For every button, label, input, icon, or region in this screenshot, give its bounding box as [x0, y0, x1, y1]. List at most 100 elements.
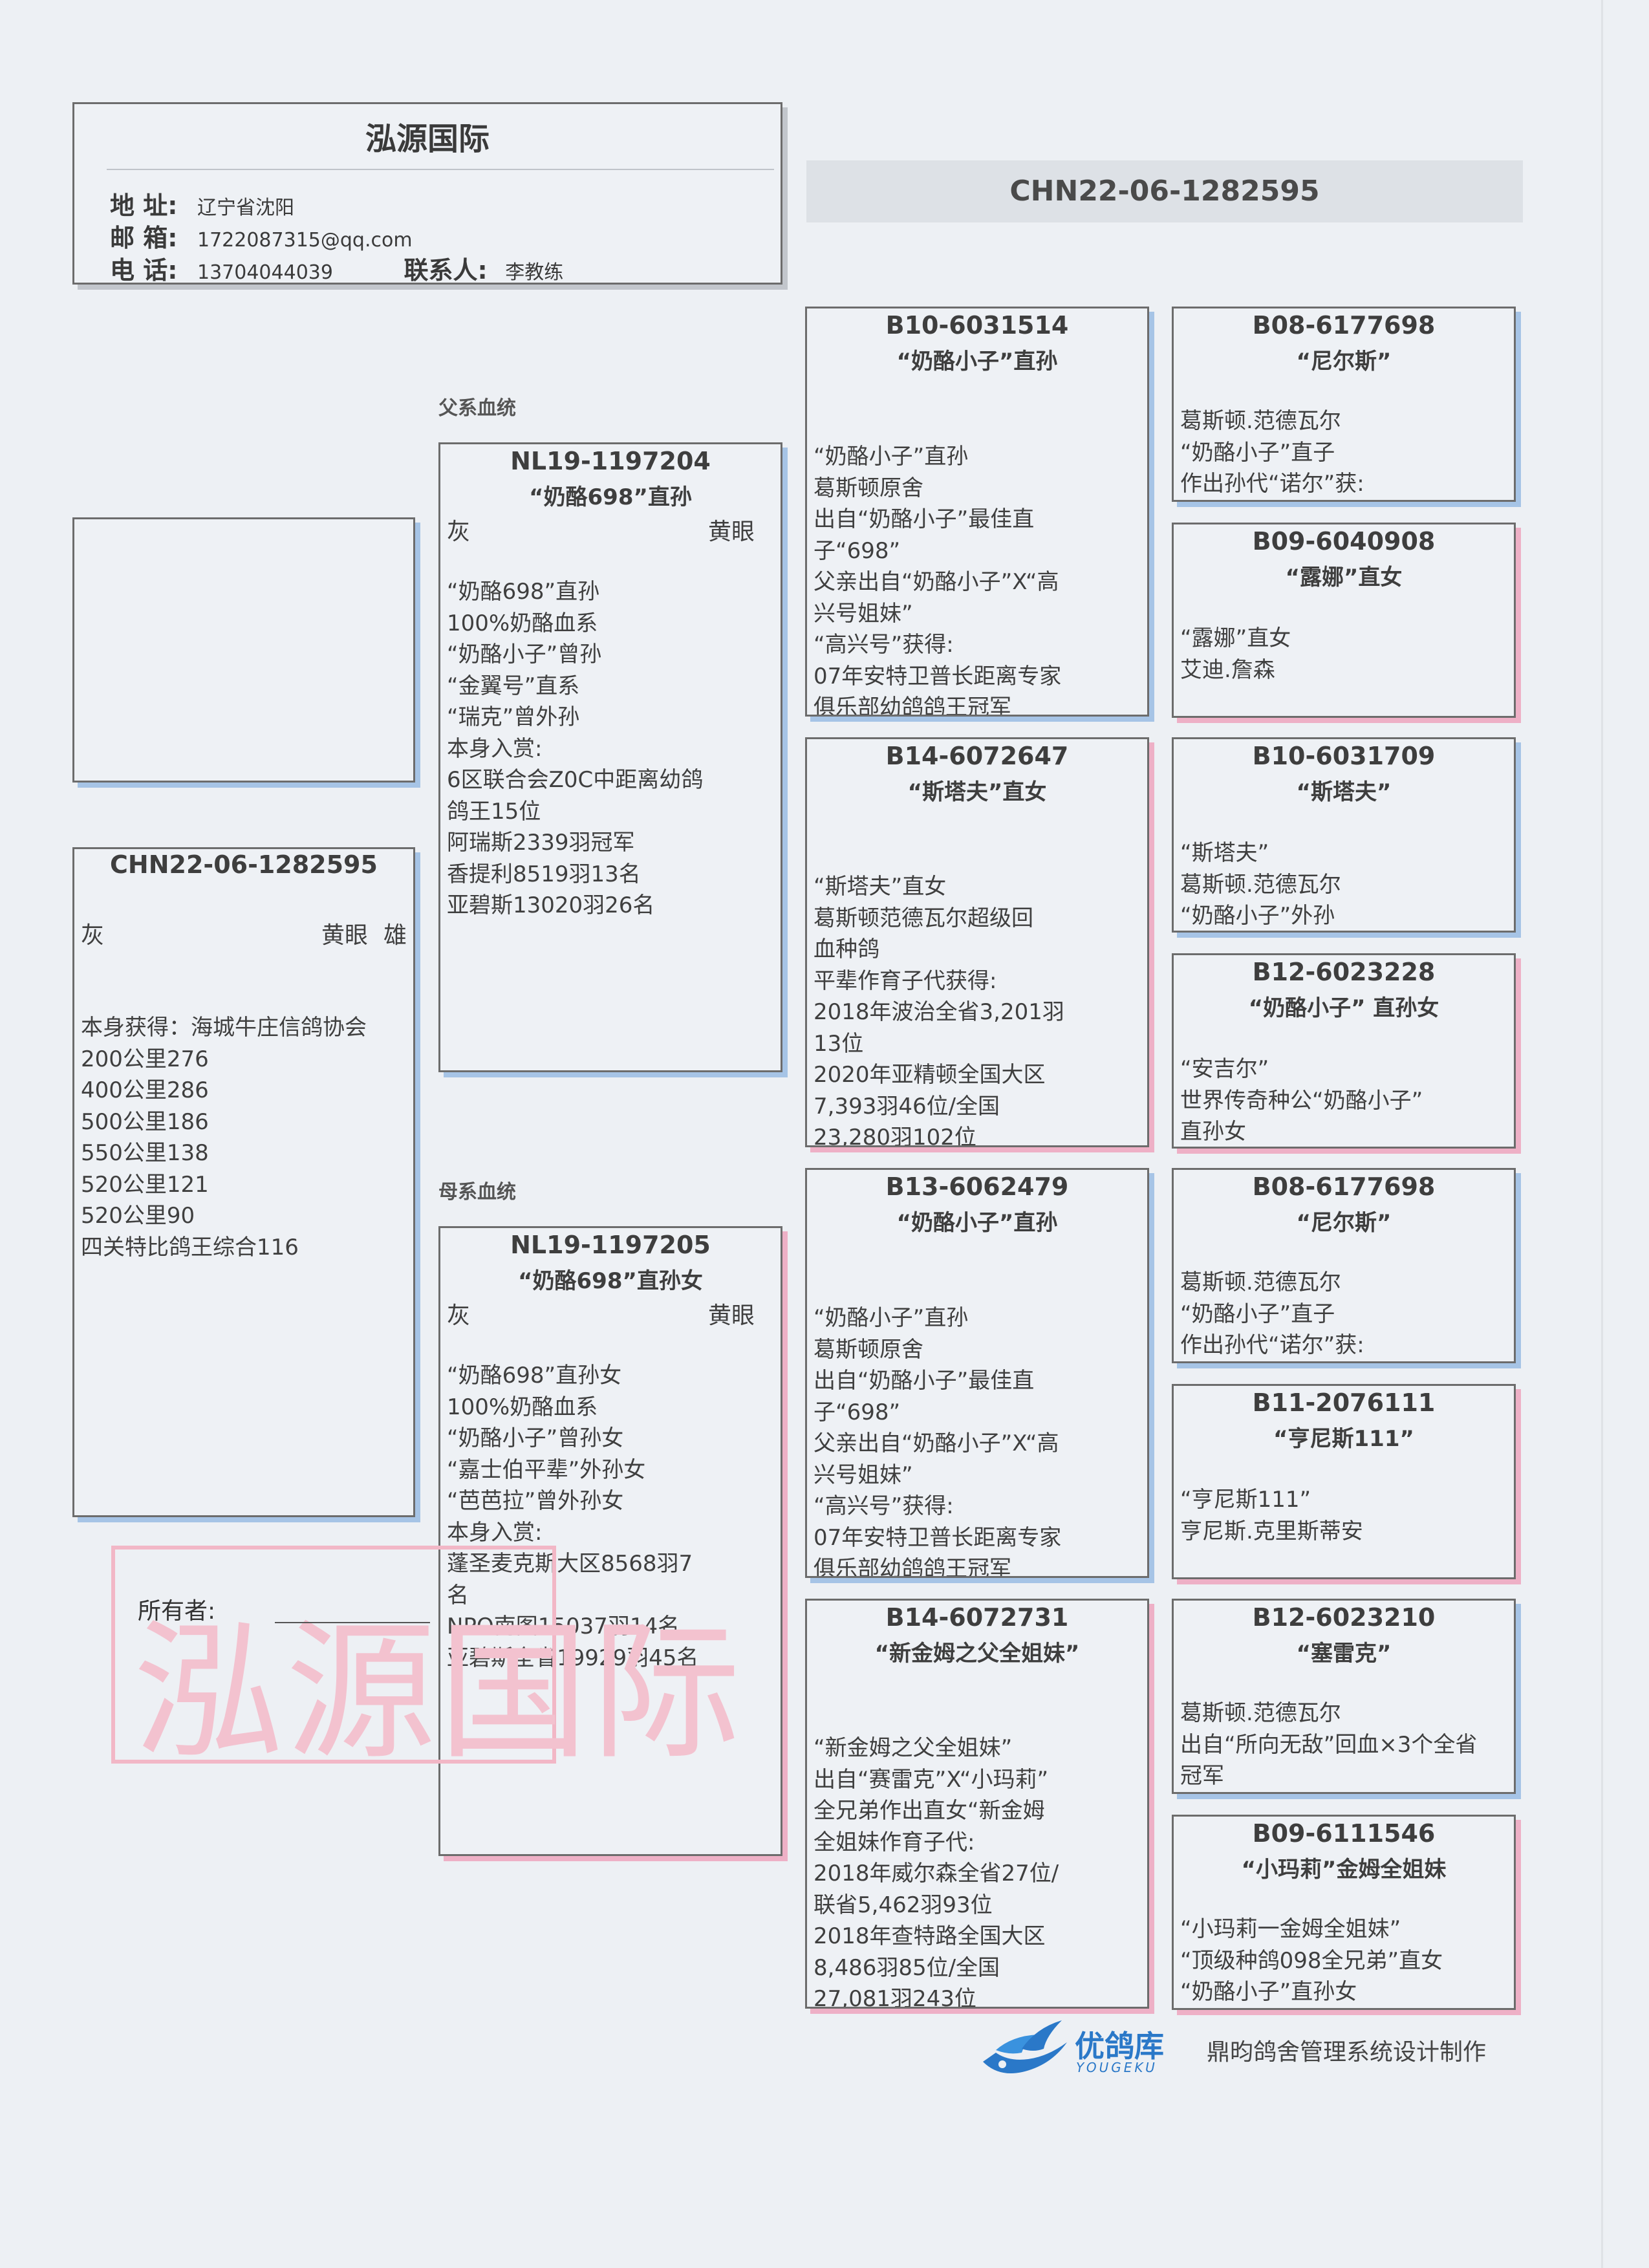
gp-line: 俱乐部幼鸽鸽王冠军 — [814, 695, 1011, 717]
header-divider — [107, 169, 774, 170]
sire-color: 灰 — [447, 519, 471, 545]
gp-line: 2018年查特路全国大区 — [814, 1923, 1046, 1949]
ggp-ring-number: B08-6177698 — [1252, 311, 1436, 340]
ggp-title: “尼尔斯” — [1296, 349, 1392, 374]
stamp-text: 泓源国际 — [133, 1605, 744, 1780]
gp-line: 联省5,462羽93位 — [814, 1892, 993, 1918]
ggp-details: “亨尼斯111” 亨尼斯.克里斯蒂安 — [1180, 1484, 1509, 1547]
subject-eye: 黄眼 — [321, 922, 368, 949]
ggp-details: 葛斯顿.范德瓦尔 “奶酪小子”直子 作出孙代“诺尔”获: — [1180, 1267, 1509, 1361]
ggp-line: 葛斯顿.范德瓦尔 — [1180, 408, 1341, 434]
sire-ring-number: NL19-1197204 — [510, 447, 711, 475]
loft-stamp: 泓源国际 — [111, 1546, 741, 1780]
gp-line: “奶酪小子”直孙 — [814, 1305, 969, 1331]
subject-line: 四关特比鸽王综合116 — [81, 1234, 299, 1260]
ggp-line: “奶酪小子”外孙 — [1180, 903, 1335, 929]
gp-title: “奶酪小子”直孙 — [896, 349, 1058, 374]
brand-name-latin: YOUGEKU — [1076, 2060, 1158, 2075]
dam-card: NL19-1197205 “奶酪698”直孙女 灰 黄眼 “奶酪698”直孙女 … — [438, 1226, 782, 1856]
subject-line: 500公里186 — [81, 1108, 209, 1135]
ggp-line: 葛斯顿.范德瓦尔 — [1180, 1269, 1341, 1295]
ggp-line: “奶酪小子”直孙女 — [1180, 1979, 1357, 2005]
ggp-title: “露娜”直女 — [1285, 565, 1403, 590]
address-row: 地 址:辽宁省沈阳 — [110, 186, 294, 221]
ggp-title: “塞雷克” — [1296, 1641, 1392, 1667]
dam-line: 亚碧斯全省19929羽45名 — [447, 1645, 699, 1671]
owner-signature-line — [275, 1622, 430, 1623]
ggp-ring-number: B12-6023228 — [1252, 958, 1436, 986]
dam-line-label: 母系血统 — [438, 1181, 516, 1204]
gp-line: “斯塔夫”直女 — [814, 874, 947, 900]
ggp-line: “顶级种鸽098全兄弟”直女 — [1180, 1947, 1443, 1974]
great-grandparent-card-3: B10-6031709 “斯塔夫” “斯塔夫” 葛斯顿.范德瓦尔 “奶酪小子”外… — [1172, 737, 1516, 933]
sire-line: “瑞克”曾外孙 — [447, 704, 580, 730]
gp-line: 子“698” — [814, 537, 901, 564]
ggp-line: “安吉尔” — [1180, 1056, 1269, 1082]
gp-line: “高兴号”获得: — [814, 632, 954, 658]
gp-line: 葛斯顿范德瓦尔超级回 — [814, 905, 1033, 931]
ggp-line: 直孙女 — [1180, 1119, 1246, 1145]
ggp-title: “尼尔斯” — [1296, 1210, 1392, 1236]
ggp-line: “奶酪小子”直子 — [1180, 439, 1335, 466]
ggp-line: 冠军 — [1180, 1763, 1224, 1789]
loft-name: 泓源国际 — [365, 121, 490, 157]
grandparent-card-2: B14-6072647 “斯塔夫”直女 “斯塔夫”直女 葛斯顿范德瓦尔超级回 血… — [805, 737, 1149, 1147]
gp-line: 7,393羽46位/全国 — [814, 1093, 1000, 1119]
contact-label: 联系人: — [404, 256, 488, 285]
sire-line-label: 父系血统 — [438, 397, 516, 420]
subject-ring-number: CHN22-06-1282595 — [110, 850, 378, 879]
ggp-line: 作出孙代“诺尔”获: — [1180, 1332, 1364, 1358]
grandparent-card-4: B14-6072731 “新金姆之父全姐妹” “新金姆之父全姐妹” 出自“赛雷克… — [805, 1599, 1149, 2009]
ggp-line: 葛斯顿.范德瓦尔 — [1180, 871, 1341, 898]
gp-title: “新金姆之父全姐妹” — [874, 1641, 1080, 1667]
gp-title: “奶酪小子”直孙 — [896, 1210, 1058, 1236]
dam-line: 100%奶酪血系 — [447, 1394, 598, 1420]
phone-row: 电 话: 13704044039 联系人: 李教练 — [110, 250, 564, 285]
dam-line: “奶酪698”直孙女 — [447, 1363, 622, 1388]
gp-line: 俱乐部幼鸽鸽王冠军 — [814, 1556, 1011, 1578]
ggp-ring-number: B09-6040908 — [1252, 527, 1436, 556]
gp-details: “奶酪小子”直孙 葛斯顿原舍 出自“奶酪小子”最佳直 子“698” 父亲出自“奶… — [814, 1302, 1142, 1578]
ggp-line: 作出孙代“诺尔”获: — [1180, 471, 1364, 497]
phone-value: 13704044039 — [197, 261, 333, 284]
email-row: 邮 箱:1722087315@qq.com — [110, 218, 413, 254]
gp-line: 27,081羽243位 — [814, 1986, 976, 2009]
email-value: 1722087315@qq.com — [197, 229, 413, 252]
sire-title: “奶酪698”直孙 — [529, 484, 692, 510]
sire-line: “奶酪小子”曾孙 — [447, 642, 602, 667]
main-ring-band: CHN22-06-1282595 — [806, 160, 1523, 222]
ggp-title: “亨尼斯111” — [1273, 1426, 1414, 1452]
dam-line: “嘉士伯平辈”外孙女 — [447, 1456, 646, 1483]
contact-value: 李教练 — [505, 261, 564, 284]
gp-details: “斯塔夫”直女 葛斯顿范德瓦尔超级回 血种鸽 平辈作育子代获得: 2018年波治… — [814, 871, 1142, 1145]
dam-ring-number: NL19-1197205 — [510, 1231, 711, 1259]
footer-credit: 鼎昀鸽舍管理系统设计制作 — [1207, 2039, 1487, 2066]
ggp-title: “斯塔夫” — [1296, 779, 1392, 805]
dam-eye: 黄眼 — [707, 1302, 755, 1329]
subject-line: 550公里138 — [81, 1140, 209, 1166]
gp-ring-number: B14-6072647 — [885, 742, 1069, 770]
great-grandparent-card-2: B09-6040908 “露娜”直女 “露娜”直女 艾迪.詹森 — [1172, 523, 1516, 718]
gp-line: 父亲出自“奶酪小子”X“高 — [814, 1431, 1059, 1456]
ggp-line: “斯塔夫” — [1180, 840, 1269, 866]
dam-line: 本身入赏: — [447, 1519, 543, 1546]
phone-label: 电 话: — [110, 256, 178, 285]
dam-title: “奶酪698”直孙女 — [518, 1268, 703, 1294]
gp-line: 兴号姐妹” — [814, 600, 913, 627]
ggp-details: 葛斯顿.范德瓦尔 “奶酪小子”直子 作出孙代“诺尔”获: — [1180, 405, 1509, 500]
brand-logo-icon — [976, 2016, 1073, 2084]
gp-ring-number: B10-6031514 — [885, 311, 1069, 340]
gp-line: 出自“奶酪小子”最佳直 — [814, 1368, 1035, 1394]
gp-line: 07年安特卫普长距离专家 — [814, 663, 1062, 689]
subject-line: 本身获得：海城牛庄信鸽协会 — [81, 1015, 367, 1041]
page-edge — [1601, 0, 1603, 2268]
gp-line: 07年安特卫普长距离专家 — [814, 1524, 1062, 1551]
ggp-line: 亨尼斯.克里斯蒂安 — [1180, 1518, 1363, 1544]
sire-line: 亚碧斯13020羽26名 — [447, 892, 655, 918]
dam-line: 名 — [447, 1582, 469, 1608]
ggp-line: 世界传奇种公“奶酪小子” — [1180, 1087, 1423, 1114]
subject-line: 520公里90 — [81, 1203, 195, 1229]
owner-label: 所有者: — [138, 1598, 216, 1625]
gp-line: 血种鸽 — [814, 936, 879, 962]
sire-line: 香提利8519羽13名 — [447, 861, 641, 887]
